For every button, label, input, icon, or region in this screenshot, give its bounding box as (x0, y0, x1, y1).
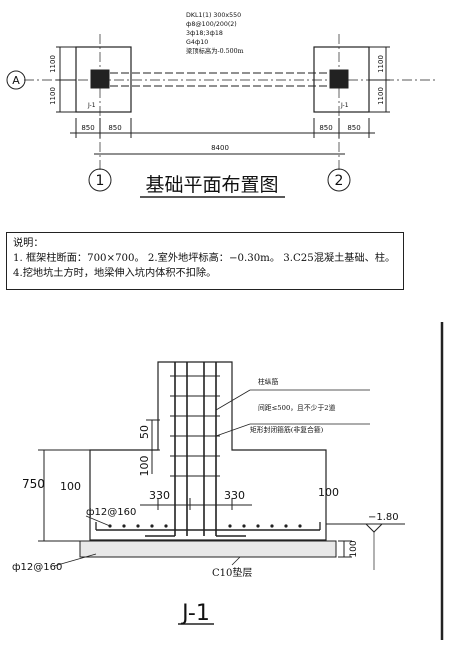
dim-100-mid: 100 (138, 456, 151, 477)
beam-label-line-5: 梁顶标高为-0.500m (186, 46, 244, 55)
foundation-plan (6, 34, 435, 198)
dim-750: 750 (22, 477, 45, 491)
elevation-label: −1.80 (368, 512, 399, 523)
callout-line-3: 矩形封闭箍筋(非复合箍) (250, 425, 324, 434)
dim-1100-bottom-right: 1100 (377, 87, 385, 105)
axis-2-label: 2 (335, 173, 344, 189)
beam-label-line-2: ф8@100/200(2) (186, 20, 237, 28)
notes-heading: 说明： (13, 238, 44, 249)
axis-bubble-1 (88, 168, 112, 192)
section-title: J-1 (180, 601, 210, 626)
beam-label-line-4: G4ф10 (186, 39, 208, 46)
footing-section-j1 (38, 322, 444, 640)
dim-1100-bottom-left: 1100 (49, 87, 57, 105)
dim-1100-top-right: 1100 (377, 55, 385, 73)
notes-line-1: 1. 框架柱断面：700×700。 2.室外地坪标高：−0.30m。 3.C25… (13, 253, 396, 264)
notes-line-2: 4.挖地坑土方时，地梁伸入坑内体积不扣除。 (13, 268, 217, 279)
beam-label-line-1: DKL1(1) 300x550 (186, 12, 241, 19)
axis-1-label: 1 (96, 173, 105, 189)
dim-100-right: 100 (318, 486, 339, 499)
section-labels: 柱纵筋 间距≤500，且不少于2道 矩形封闭箍筋(非复合箍) 750 100 1… (12, 377, 399, 626)
notes-box: 说明： 1. 框架柱断面：700×700。 2.室外地坪标高：−0.30m。 3… (6, 232, 404, 290)
dim-330-right: 330 (224, 489, 245, 502)
dim-100-bedding: 100 (349, 540, 359, 557)
plan-labels: DKL1(1) 300x550 ф8@100/200(2) 3ф18;3ф18 … (12, 12, 385, 196)
dim-850-2: 850 (108, 124, 121, 132)
footing-left-tag: J-1 (87, 102, 96, 109)
axis-bubble-2 (327, 168, 351, 192)
bedding-label: C10垫层 (212, 566, 252, 579)
mesh-dots (108, 524, 302, 528)
dim-8400: 8400 (211, 144, 229, 152)
callout-line-1: 柱纵筋 (258, 377, 279, 386)
elevation-marker (365, 523, 383, 533)
bedding-layer (79, 540, 337, 558)
rebar-label-top: ф12@160 (86, 507, 136, 518)
dim-850-4: 850 (347, 124, 360, 132)
dim-1100-top-left: 1100 (49, 55, 57, 73)
axis-a-label: A (12, 74, 20, 87)
dim-100-left: 100 (60, 480, 81, 493)
plan-title: 基础平面布置图 (145, 174, 278, 196)
callout-line-2: 间距≤500，且不少于2道 (258, 403, 336, 412)
rebar-label-bottom: ф12@160 (12, 562, 62, 573)
dim-50: 50 (138, 425, 151, 439)
beam-label-line-3: 3ф18;3ф18 (186, 30, 223, 37)
dim-850-1: 850 (81, 124, 94, 132)
dim-850-3: 850 (319, 124, 332, 132)
dim-330-left: 330 (149, 489, 170, 502)
footing-outline (89, 361, 327, 541)
footing-right-tag: J-1 (340, 102, 349, 109)
axis-bubble-a (6, 70, 26, 90)
